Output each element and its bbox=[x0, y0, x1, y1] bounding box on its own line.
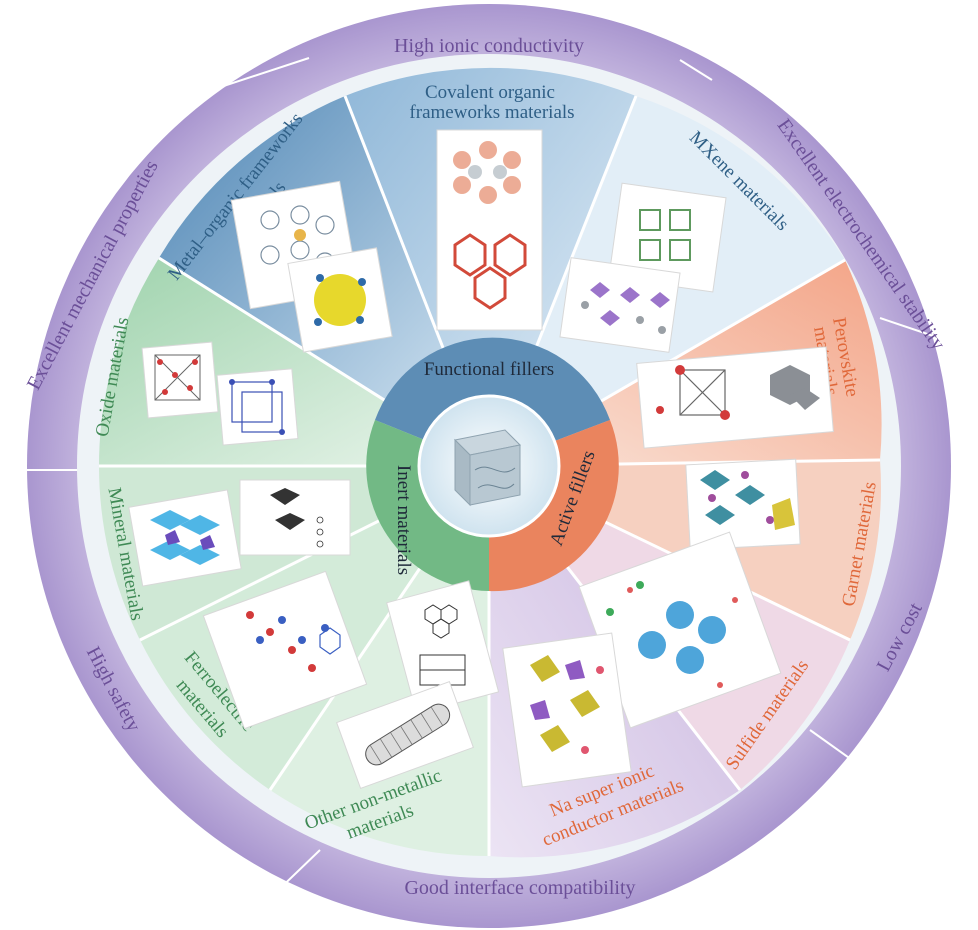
outer-ring-dividers bbox=[10, 57, 976, 901]
garnet-structure-image bbox=[685, 458, 801, 551]
segment-cof-label-1: Covalent organic bbox=[425, 82, 555, 103]
property-high-ionic-conductivity: High ionic conductivity bbox=[394, 35, 584, 57]
property-interface-compatibility: Good interface compatibility bbox=[404, 877, 635, 899]
category-inert-label: Inert materials bbox=[393, 465, 414, 575]
category-functional-label: Functional fillers bbox=[424, 359, 554, 380]
electrolyte-cube-icon bbox=[453, 429, 522, 507]
segment-cof-label-2: frameworks materials bbox=[409, 102, 574, 123]
mof-structure-image bbox=[230, 180, 393, 353]
ferroelectric-structure-image bbox=[202, 570, 368, 730]
cof-structure-image bbox=[436, 129, 543, 331]
nanotube-icon bbox=[365, 703, 451, 766]
oxide-structure-image bbox=[141, 341, 299, 446]
sulfide-structure-image bbox=[578, 531, 782, 729]
mineral-structure-image bbox=[128, 479, 351, 587]
nasicon-structure-image bbox=[502, 632, 632, 788]
carbon-structure-image bbox=[336, 580, 500, 790]
mxene-structure-image bbox=[559, 182, 727, 353]
perovskite-structure-image bbox=[636, 346, 834, 449]
